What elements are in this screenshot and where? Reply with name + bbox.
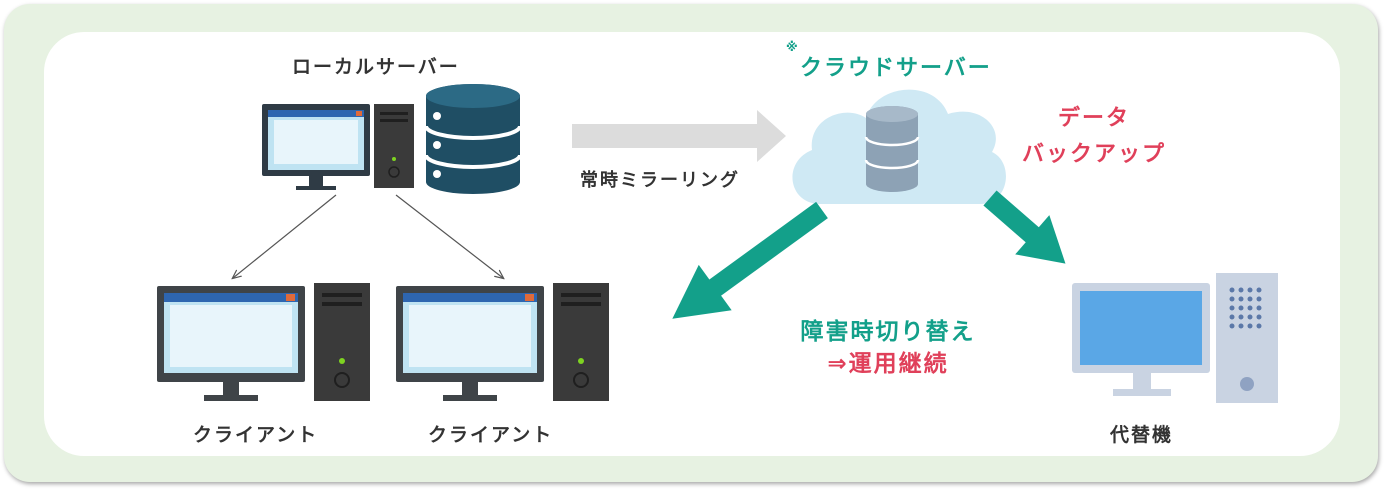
- client-left-computer-icon: [157, 283, 370, 401]
- to-client-left-arrow: [233, 194, 337, 278]
- cloud-server-icon: [792, 89, 1006, 204]
- cloud-server-label: クラウドサーバー: [800, 56, 992, 81]
- client-left-label: クライアント: [193, 424, 319, 446]
- substitute-label: 代替機: [1110, 424, 1174, 446]
- failover-arrow: [672, 201, 828, 319]
- diagram-frame: [4, 4, 1378, 482]
- local-server-label: ローカルサーバー: [292, 56, 460, 78]
- local-database-icon: [424, 84, 522, 194]
- failover-label-line2: ⇒運用継続: [827, 351, 949, 377]
- mirroring-arrow: [572, 110, 786, 162]
- to-client-right-arrow: [395, 194, 503, 278]
- client-right-computer-icon: [396, 283, 609, 401]
- mirroring-label: 常時ミラーリング: [580, 170, 740, 191]
- failover-label-line1: 障害時切り替え: [800, 319, 976, 345]
- cloud-note-mark: ※: [786, 40, 800, 54]
- local-server-monitor-icon: [262, 104, 370, 190]
- backup-arrow: [983, 190, 1066, 264]
- client-right-label: クライアント: [428, 424, 554, 446]
- diagram-panel: [44, 32, 1340, 456]
- substitute-computer-icon: [1072, 273, 1278, 403]
- backup-label-line1: データ: [1057, 106, 1130, 131]
- backup-label-line2: バックアップ: [1021, 142, 1166, 167]
- local-server-tower-icon: [374, 104, 414, 188]
